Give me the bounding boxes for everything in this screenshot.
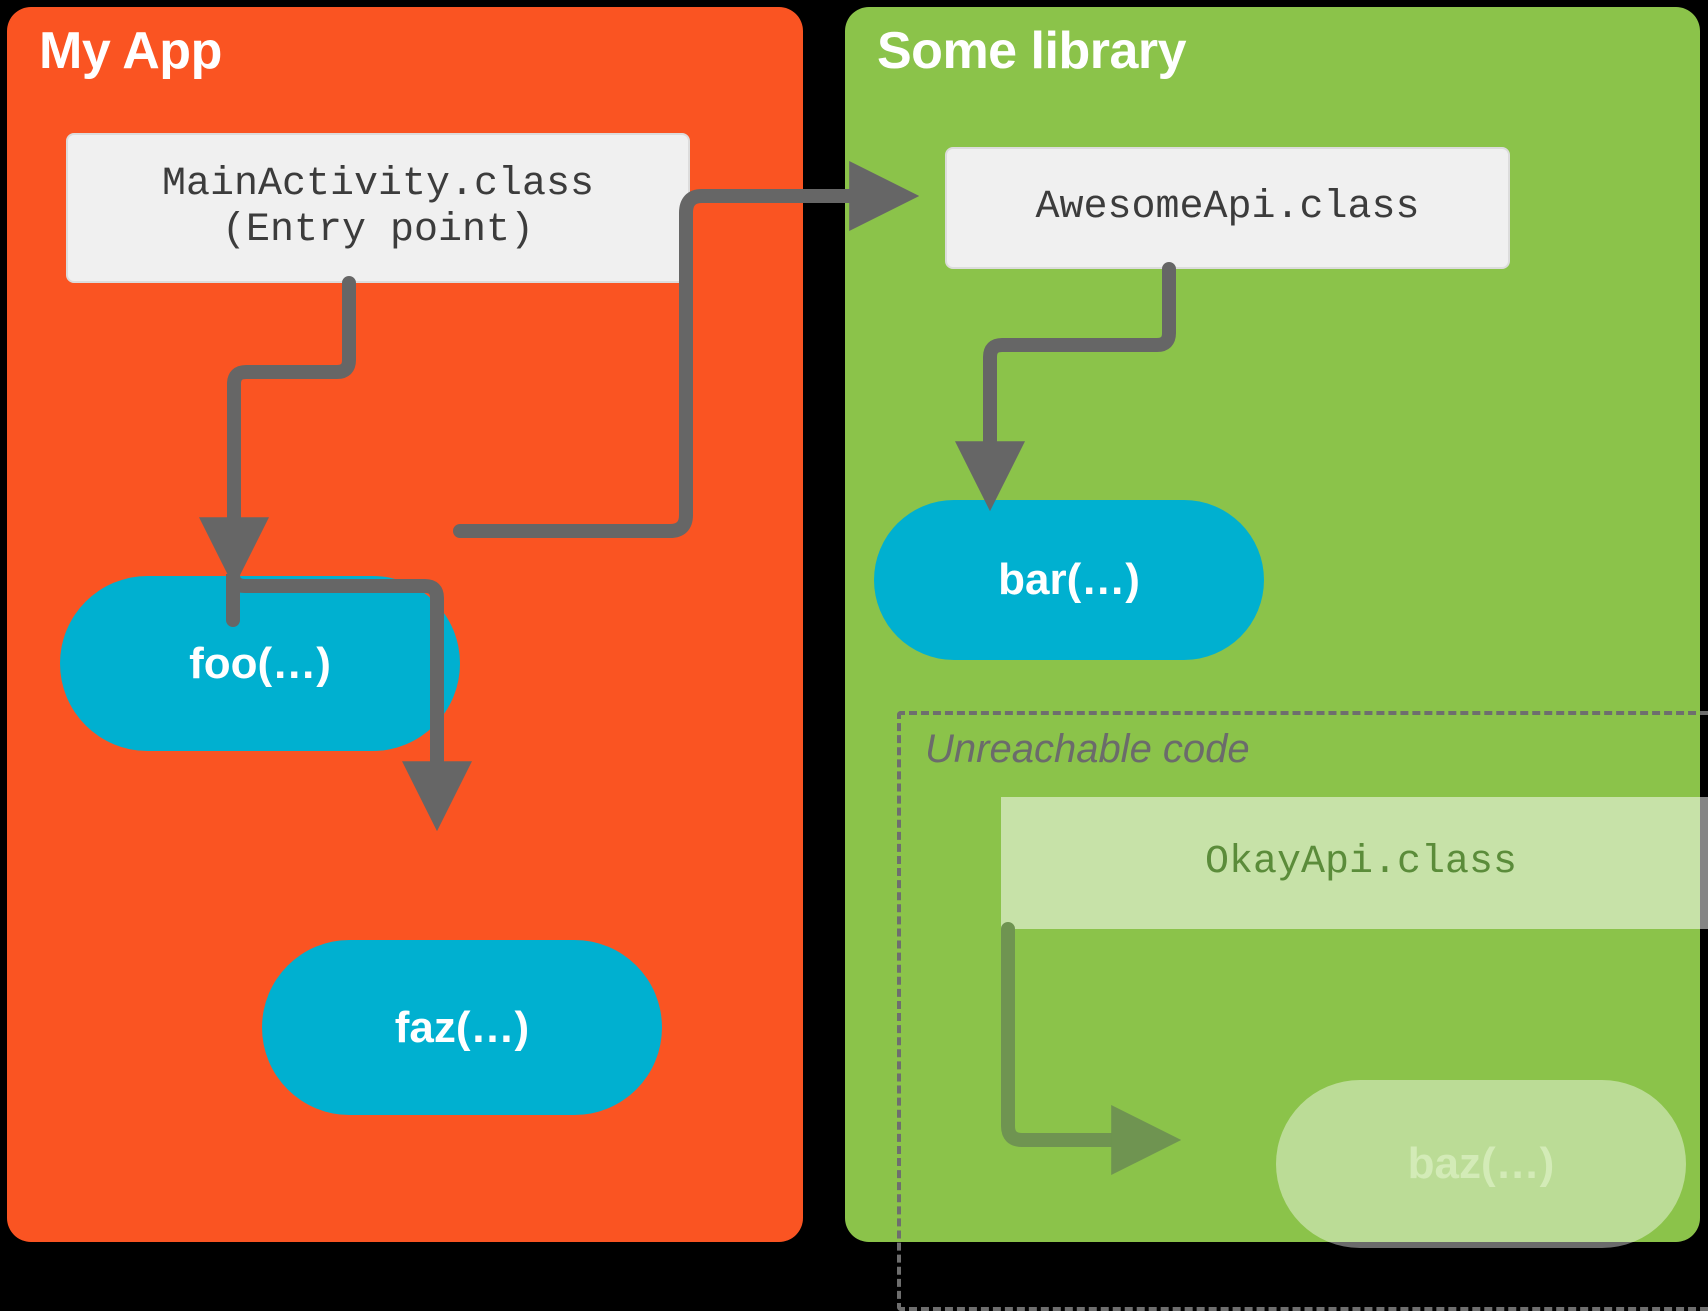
panel-my-app-title: My App	[39, 22, 222, 80]
method-node-baz[interactable]: baz(…)	[1276, 1080, 1686, 1248]
method-node-foo[interactable]: foo(…)	[60, 576, 460, 751]
class-box-okayapi[interactable]: OkayApi.class	[1001, 797, 1708, 929]
panel-some-library-title: Some library	[877, 22, 1187, 80]
class-box-mainactivity[interactable]: MainActivity.class (Entry point)	[66, 133, 690, 283]
method-node-bar[interactable]: bar(…)	[874, 500, 1264, 660]
method-node-faz[interactable]: faz(…)	[262, 940, 662, 1115]
unreachable-code-label: Unreachable code	[925, 727, 1250, 771]
diagram-canvas: My App Some library Unreachable code Mai…	[7, 7, 1708, 1311]
class-box-awesomeapi[interactable]: AwesomeApi.class	[945, 147, 1510, 269]
